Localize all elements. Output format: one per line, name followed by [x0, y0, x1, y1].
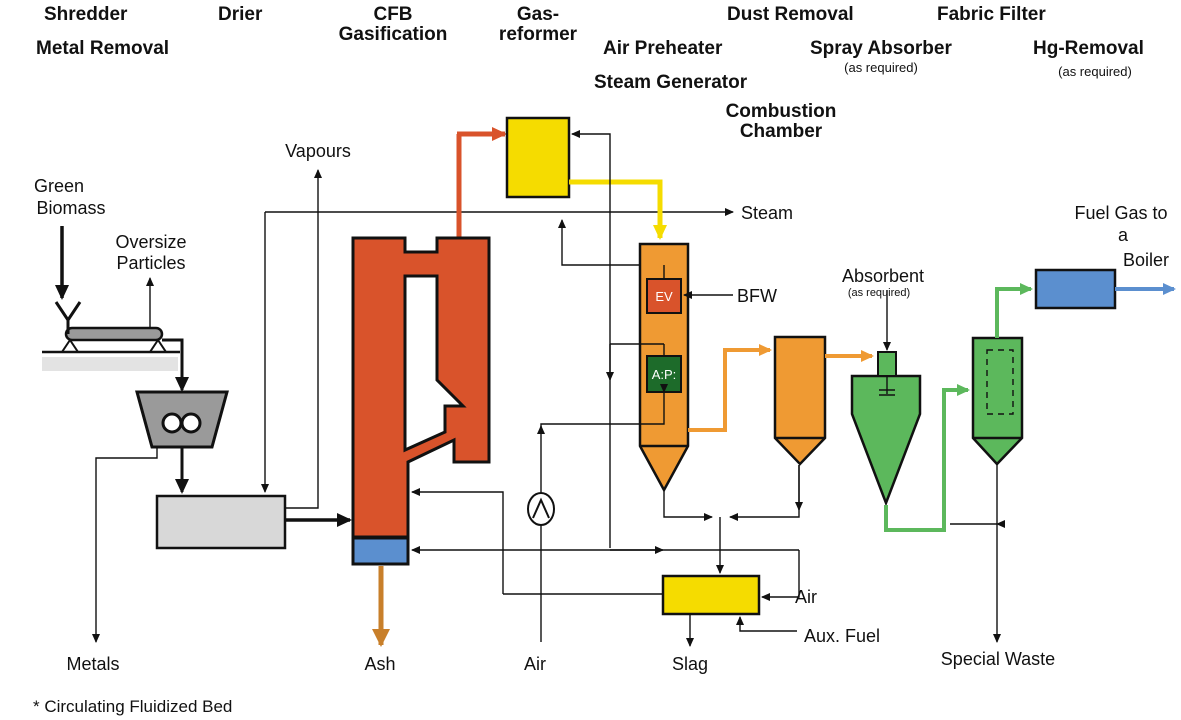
- conveyor-to-separator: [162, 338, 189, 392]
- label-metals: Metals: [66, 654, 119, 674]
- header-fabric-filter: Fabric Filter: [937, 4, 1046, 25]
- header-gasification: Gasification: [339, 24, 448, 45]
- evaporator: [646, 278, 682, 314]
- vapours-line: [285, 169, 322, 509]
- dust-removal-cyclone: [773, 335, 827, 466]
- absorber-nozzle: [879, 376, 895, 396]
- cfb-cyclone-cutout: [403, 274, 467, 453]
- label-air-bottom: Air: [524, 654, 546, 674]
- hg-removal: [1034, 268, 1117, 310]
- label-slag: Slag: [672, 654, 708, 674]
- label-vapours: Vapours: [285, 141, 351, 161]
- hg-removal-note: (as required): [1058, 64, 1132, 79]
- header-dust-removal: Dust Removal: [727, 4, 854, 25]
- label-bfw: BFW: [737, 286, 777, 306]
- filter-bags: [986, 349, 1014, 415]
- fabric-filter: [971, 336, 1024, 466]
- spray-absorber-note: (as required): [844, 60, 918, 75]
- steam-generator-outlet: [558, 219, 640, 266]
- label-air-right: Air: [795, 587, 817, 607]
- label-steam: Steam: [741, 203, 793, 223]
- label-ash: Ash: [364, 654, 395, 674]
- air-preheater-label: A:P:: [652, 367, 677, 382]
- fluidized-bed: [351, 536, 410, 566]
- label-fuel-a: a: [1118, 225, 1129, 245]
- label-biomass: Biomass: [36, 198, 105, 218]
- metals-line: [92, 447, 158, 643]
- header-reformer: reformer: [499, 24, 578, 45]
- evaporator-label: EV: [655, 289, 673, 304]
- gas-to-hg-removal: [995, 283, 1033, 338]
- header-spray-absorber: Spray Absorber: [810, 38, 952, 59]
- label-absorbent: Absorbent: [842, 266, 924, 286]
- header-gas: Gas-: [517, 4, 559, 25]
- conveyor-belt: [64, 326, 164, 342]
- sg-residue-line: [663, 490, 713, 521]
- dust-residue-line: [729, 465, 800, 521]
- header-metal-removal: Metal Removal: [36, 38, 169, 59]
- air-to-reformer: [571, 130, 611, 548]
- conveyor-floor: [42, 357, 178, 371]
- header-shredder: Shredder: [44, 4, 128, 25]
- label-special-waste: Special Waste: [941, 649, 1055, 669]
- drier: [155, 494, 287, 550]
- conveyor-supports: [60, 338, 168, 353]
- flue-gas-to-dust: [688, 344, 772, 432]
- air-to-combustor: [761, 550, 800, 601]
- absorbent-note: (as required): [848, 287, 910, 299]
- header-cfb: CFB: [373, 4, 412, 25]
- feed-hopper: [54, 301, 82, 334]
- separator-roller-left: [161, 412, 183, 434]
- combustion-chamber: [661, 574, 761, 616]
- header-combustion: Combustion: [726, 101, 837, 122]
- header-steam-generator: Steam Generator: [594, 72, 748, 93]
- gas-reformer: [505, 116, 571, 199]
- header-drier: Drier: [218, 4, 263, 25]
- air-fan-symbol: [532, 497, 550, 519]
- label-boiler: Boiler: [1123, 250, 1169, 270]
- label-oversize: Oversize: [115, 232, 186, 252]
- absorber-inlet: [877, 351, 897, 377]
- reformer-to-steam-generator: [569, 179, 667, 240]
- header-chamber: Chamber: [740, 121, 823, 142]
- header-air-preheater: Air Preheater: [603, 38, 723, 59]
- spray-absorber: [850, 374, 922, 507]
- separator-roller-right: [180, 412, 202, 434]
- air-to-cfb: [411, 488, 504, 594]
- header-hg-removal: Hg-Removal: [1033, 38, 1144, 59]
- label-particles: Particles: [116, 253, 185, 273]
- aux-fuel-line: [736, 616, 797, 632]
- label-green: Green: [34, 176, 84, 196]
- label-fuel-gas-to: Fuel Gas to: [1074, 203, 1167, 223]
- footnote: * Circulating Fluidized Bed: [33, 697, 232, 716]
- gas-to-fabric-filter: [884, 384, 970, 532]
- label-aux-fuel: Aux. Fuel: [804, 626, 880, 646]
